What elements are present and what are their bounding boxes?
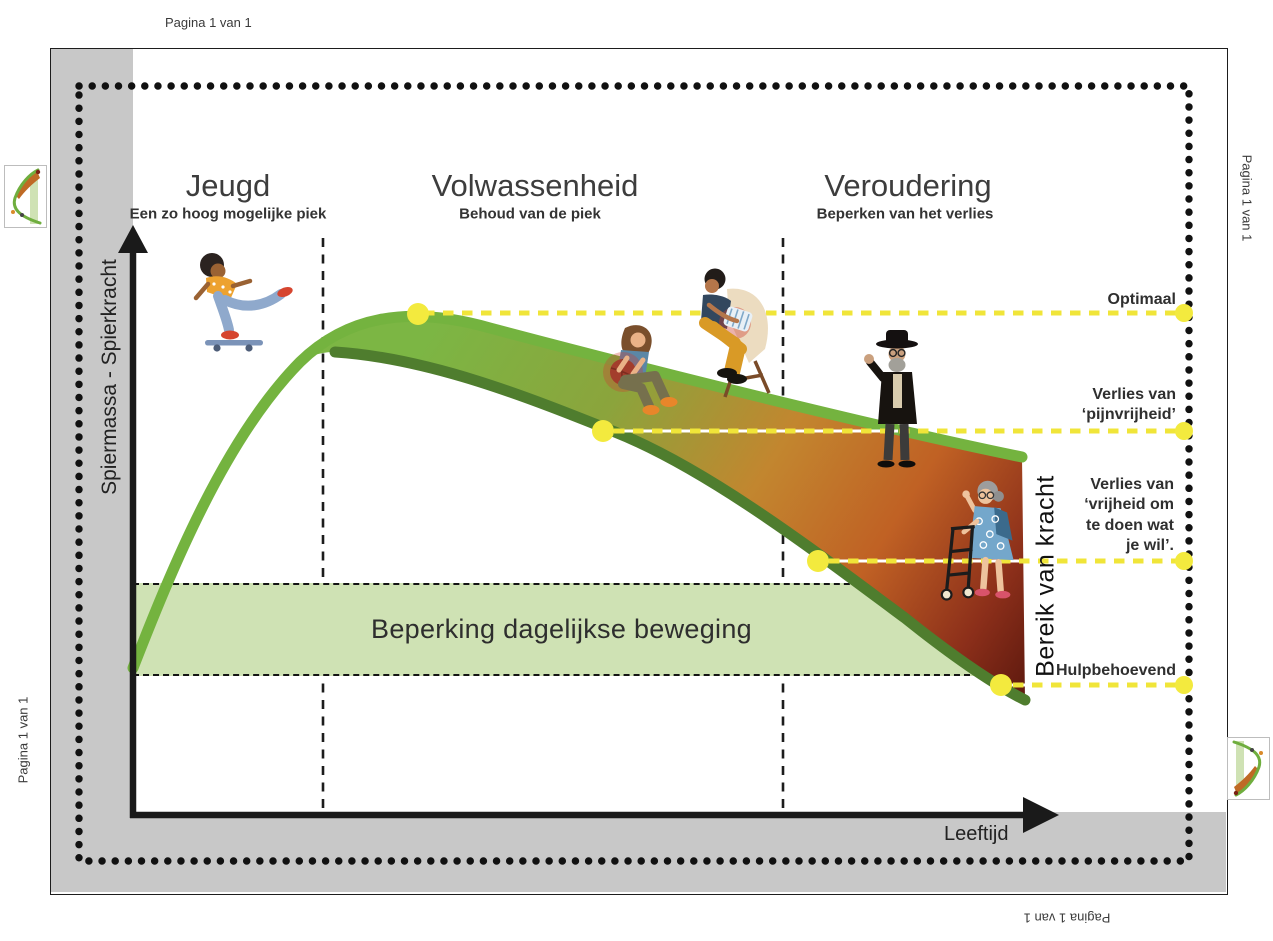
level-label-hulpbehoevend: Hulpbehoevend xyxy=(1055,662,1176,679)
x-axis-label: Leeftijd xyxy=(944,823,1009,845)
level-label-vrijheid: Verlies van ‘vrijheid om te doen wat je … xyxy=(1084,476,1174,555)
y-axis-label: Spiermassa - Spierkracht xyxy=(98,259,121,495)
daily-movement-limitation-band: Beperking dagelijkse beweging xyxy=(133,583,990,676)
curve-thumbnail-logo-left xyxy=(3,164,48,229)
level-label-pijnvrijheid: Verlies van ‘pijnvrijheid’ xyxy=(1081,386,1176,424)
section-subtitle-veroudering: Beperken van het verlies xyxy=(816,205,994,223)
level-label-optimaal: Optimaal xyxy=(1107,291,1176,308)
section-title-veroudering: Veroudering xyxy=(824,168,992,203)
pagina-label-top: Pagina 1 van 1 xyxy=(165,15,252,30)
section-title-volwassenheid: Volwassenheid xyxy=(431,168,639,203)
pagina-label-left: Pagina 1 van 1 xyxy=(15,696,31,784)
pagina-label-right: Pagina 1 van 1 xyxy=(1239,154,1255,242)
section-subtitle-jeugd: Een zo hoog mogelijke piek xyxy=(129,205,327,223)
band-label: Beperking dagelijkse beweging xyxy=(371,614,752,644)
bottom-margin-strip xyxy=(51,812,1226,892)
curve-thumbnail-logo-right xyxy=(1226,736,1271,801)
section-subtitle-volwassenheid: Behoud van de piek xyxy=(459,205,601,223)
section-title-jeugd: Jeugd xyxy=(185,168,271,203)
range-label: Bereik van kracht xyxy=(1031,475,1060,677)
pagina-label-bottom: Pagina 1 van 1 xyxy=(1023,910,1111,926)
